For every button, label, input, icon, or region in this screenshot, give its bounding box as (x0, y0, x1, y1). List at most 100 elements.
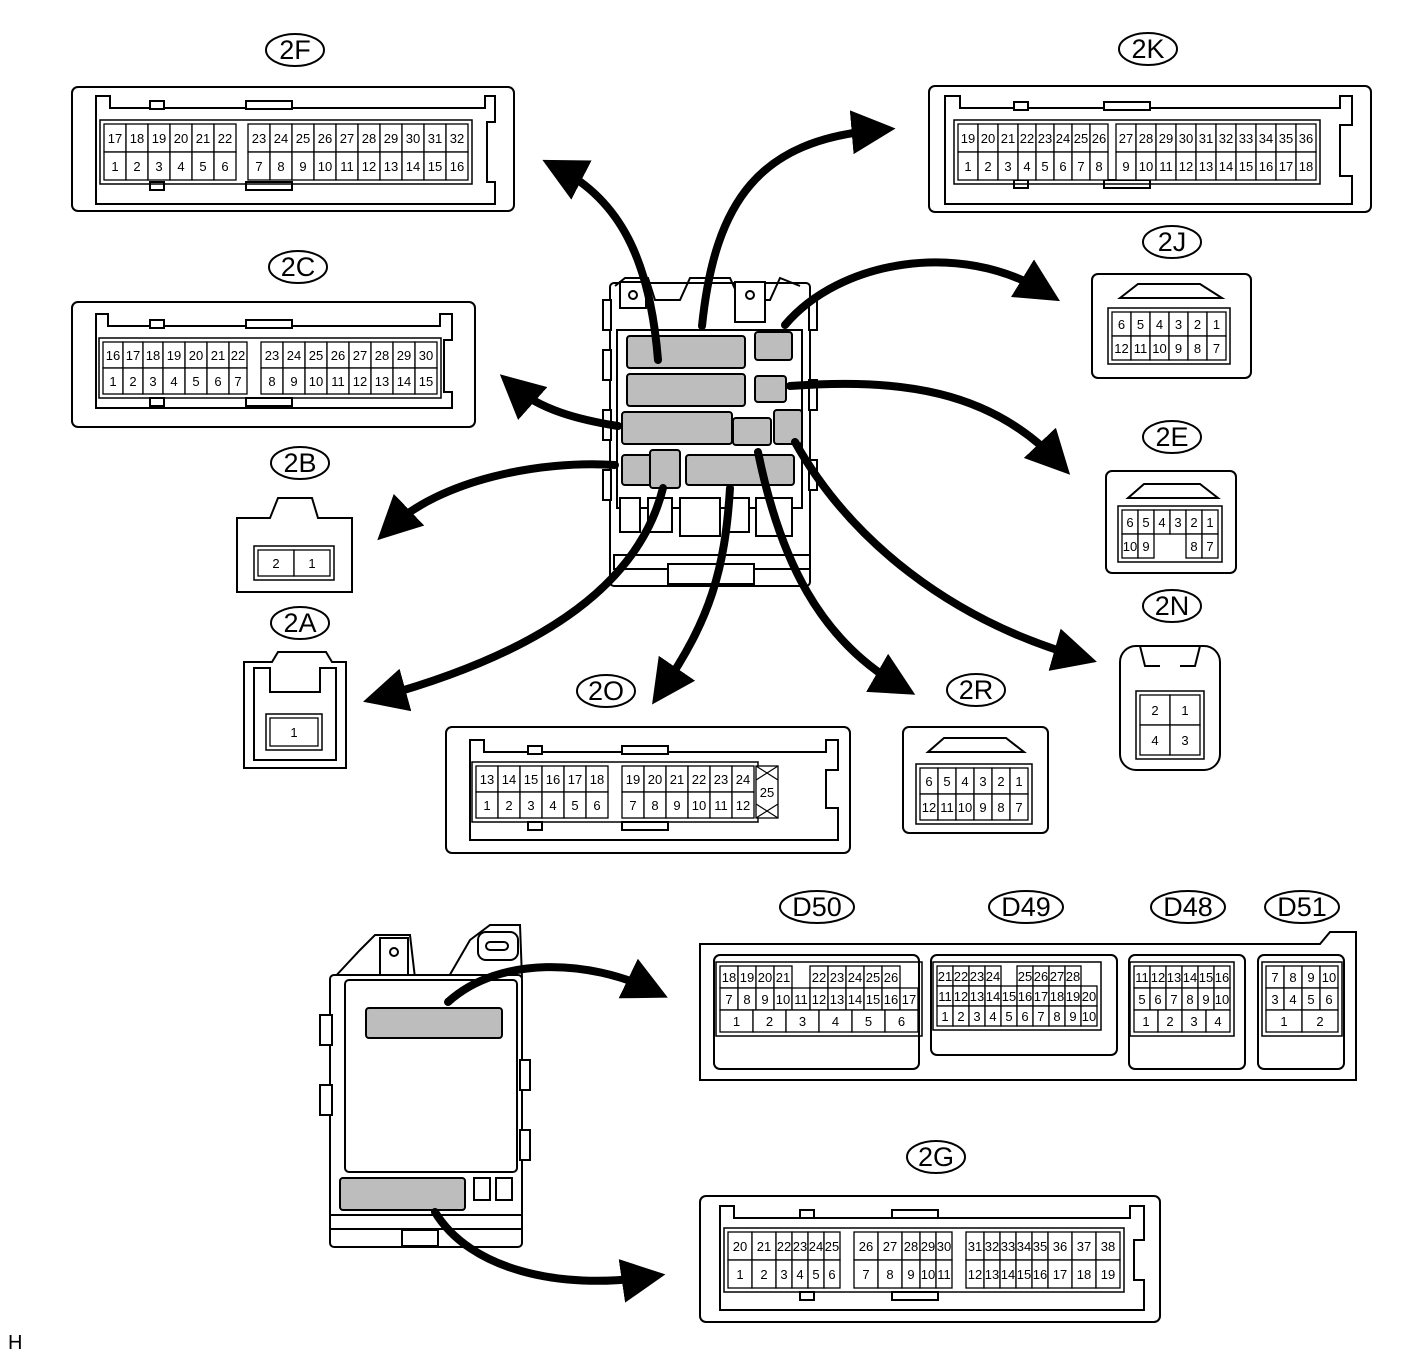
pin-number: 10 (1152, 341, 1166, 356)
pin-number: 21 (196, 131, 210, 146)
pin-number: 21 (938, 969, 952, 984)
arrow-to-2f (542, 159, 662, 364)
label-bubble (1142, 589, 1202, 623)
pin-number: 1 (290, 725, 297, 740)
pin-number: 19 (961, 131, 975, 146)
label-bubble (270, 606, 330, 640)
arrow-to-2g (431, 1208, 666, 1303)
pin-number: 27 (353, 348, 367, 363)
pin-number: 30 (1179, 131, 1193, 146)
pin-number: 37 (1077, 1239, 1091, 1254)
pin-number: 2 (957, 1009, 964, 1024)
pin-number: 6 (828, 1267, 835, 1282)
pin-number: 22 (1020, 131, 1034, 146)
pin-number: 3 (1175, 317, 1182, 332)
pin-grid-frame (723, 1227, 1125, 1293)
pin-number: 18 (722, 970, 736, 985)
pin-number: 8 (997, 800, 1004, 815)
pin-number: 22 (231, 348, 245, 363)
pin-number: 21 (670, 772, 684, 787)
pin-number: 38 (1101, 1239, 1115, 1254)
pin-number: 15 (419, 374, 433, 389)
pin-grid-frame (253, 545, 335, 581)
pin-number: 2 (984, 159, 991, 174)
pin-number: 25 (296, 131, 310, 146)
pin-number: 23 (265, 348, 279, 363)
pin-number: 2 (1190, 515, 1197, 530)
pin-grid-frame (1135, 690, 1205, 760)
pin-number: 3 (979, 774, 986, 789)
pin-number: 23 (714, 772, 728, 787)
pin-number: 32 (985, 1239, 999, 1254)
pin-number: 6 (214, 374, 221, 389)
pin-number: 7 (1037, 1009, 1044, 1024)
pin-number: 12 (1151, 970, 1165, 985)
label-2n: 2N (1142, 589, 1202, 623)
pin-number: 27 (340, 131, 354, 146)
pin-grid-frame (915, 763, 1033, 825)
pin-number: 5 (199, 159, 206, 174)
pin-number: 15 (1239, 159, 1253, 174)
connector-label: 2E (1155, 422, 1188, 452)
pin-number: 9 (299, 159, 306, 174)
pin-cell (414, 367, 438, 395)
pin-number: 8 (1190, 539, 1197, 554)
pin-number: 5 (943, 774, 950, 789)
label-2f: 2F (265, 33, 325, 67)
pin-cell (1201, 533, 1219, 559)
label-bubble (946, 673, 1006, 707)
pin-cell (853, 1259, 879, 1289)
pin-number: 9 (1307, 970, 1314, 985)
label-bubble (1264, 890, 1340, 924)
pin-number: 11 (937, 1267, 951, 1282)
pin-number: 19 (1101, 1267, 1115, 1282)
pin-number: 25 (1074, 131, 1088, 146)
pin-number: 1 (1181, 703, 1188, 718)
pin-number: 1 (1142, 1014, 1149, 1029)
pin-number: 25 (866, 970, 880, 985)
pin-cell (1071, 1231, 1097, 1261)
pin-number: 9 (1069, 1009, 1076, 1024)
pin-number: 5 (1005, 1009, 1012, 1024)
pin-number: 1 (736, 1267, 743, 1282)
arrow-to-2b (377, 460, 619, 541)
pin-number: 23 (1038, 131, 1052, 146)
pin-number: 19 (626, 772, 640, 787)
pin-number: 2 (1194, 317, 1201, 332)
pin-number: 11 (1159, 159, 1173, 174)
pin-number: 5 (865, 1014, 872, 1029)
pin-number: 2 (129, 374, 136, 389)
pin-number: 26 (1034, 969, 1048, 984)
pin-number: 11 (331, 374, 345, 389)
pin-number: 2 (272, 556, 279, 571)
pin-number: 11 (340, 159, 354, 174)
pin-number: 10 (921, 1267, 935, 1282)
pin-number: 10 (1322, 970, 1336, 985)
arrows (363, 110, 1097, 1303)
pin-number: 29 (397, 348, 411, 363)
pin-number: 7 (629, 798, 636, 813)
pin-number: 13 (970, 989, 984, 1004)
pin-number: 16 (1215, 970, 1229, 985)
pin-number: 30 (406, 131, 420, 146)
pin-number: 5 (1307, 992, 1314, 1007)
pin-number: 14 (397, 374, 411, 389)
pin-number: 31 (1199, 131, 1213, 146)
pin-cell (445, 151, 469, 181)
connector-label: 2F (279, 35, 311, 65)
label-2o: 2O (576, 674, 636, 708)
pin-number: 16 (450, 159, 464, 174)
pin-number: 15 (1002, 989, 1016, 1004)
pin-number: 7 (255, 159, 262, 174)
pin-number: 12 (954, 989, 968, 1004)
pin-number: 28 (1066, 969, 1080, 984)
pin-number: 4 (1214, 1014, 1221, 1029)
pin-number: 16 (546, 772, 560, 787)
